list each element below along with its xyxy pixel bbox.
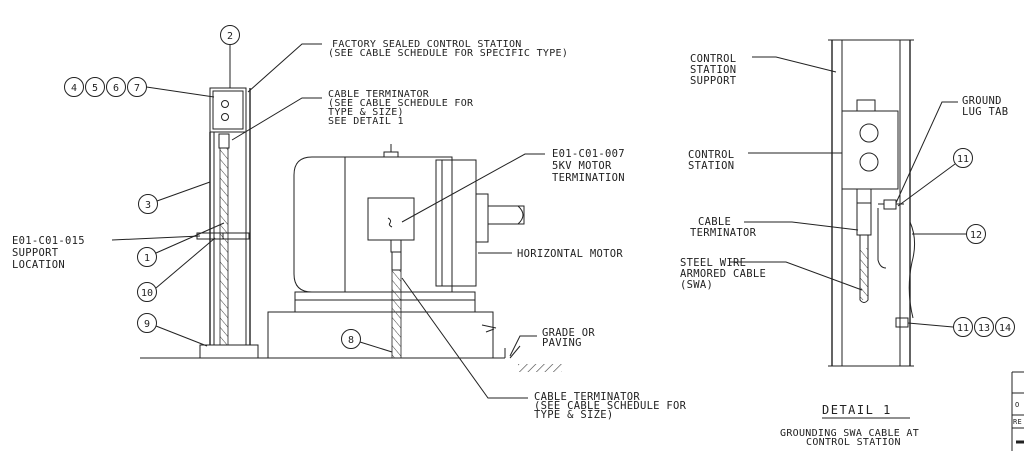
grade-hatch bbox=[509, 345, 562, 372]
balloon-8: 8 bbox=[341, 329, 393, 353]
svg-text:CONTROL: CONTROL bbox=[688, 149, 734, 161]
svg-text:DETAIL 1: DETAIL 1 bbox=[822, 403, 892, 417]
note-detail-lug: GROUND LUG TAB bbox=[895, 95, 1008, 204]
svg-text:SEE DETAIL 1: SEE DETAIL 1 bbox=[328, 116, 404, 127]
balloon-11-13-14: 11 13 14 bbox=[907, 317, 1015, 337]
detail-cable-terminator bbox=[856, 188, 872, 303]
title-block-fragment: O RE bbox=[1011, 371, 1024, 451]
svg-text:STATION: STATION bbox=[690, 64, 736, 76]
svg-text:11: 11 bbox=[957, 154, 969, 165]
balloon-6: 6 bbox=[106, 77, 126, 97]
svg-text:STEEL WIRE: STEEL WIRE bbox=[680, 257, 746, 269]
svg-text:E01-C01-007: E01-C01-007 bbox=[552, 148, 625, 160]
svg-text:ARMORED CABLE: ARMORED CABLE bbox=[680, 268, 766, 280]
svg-text:LOCATION: LOCATION bbox=[12, 259, 65, 271]
balloon-12: 12 bbox=[912, 224, 986, 244]
svg-text:TYPE & SIZE): TYPE & SIZE) bbox=[328, 107, 404, 118]
svg-text:STATION: STATION bbox=[688, 160, 734, 172]
balloon-11-top: 11 bbox=[897, 148, 973, 207]
balloon-5: 5 bbox=[85, 77, 105, 97]
svg-text:CONTROL: CONTROL bbox=[690, 53, 736, 65]
svg-text:(SWA): (SWA) bbox=[680, 279, 713, 291]
svg-text:LUG TAB: LUG TAB bbox=[962, 106, 1008, 118]
svg-text:CABLE: CABLE bbox=[698, 216, 731, 228]
balloon-2: 2 bbox=[220, 25, 240, 88]
detail-support-channel bbox=[828, 39, 914, 367]
svg-text:12: 12 bbox=[970, 230, 982, 241]
balloon-9: 9 bbox=[137, 313, 208, 347]
svg-text:TYPE & SIZE): TYPE & SIZE) bbox=[534, 409, 613, 421]
cable-terminator-post bbox=[218, 133, 230, 346]
svg-text:E01-C01-015: E01-C01-015 bbox=[12, 235, 85, 247]
note-detail-swa: STEEL WIRE ARMORED CABLE (SWA) bbox=[680, 257, 863, 291]
svg-text:(SEE CABLE SCHEDULE FOR: (SEE CABLE SCHEDULE FOR bbox=[534, 400, 687, 412]
svg-text:SUPPORT: SUPPORT bbox=[12, 247, 59, 259]
svg-text:CABLE TERMINATOR: CABLE TERMINATOR bbox=[534, 391, 640, 403]
note-cable-terminator-bottom: CABLE TERMINATOR (SEE CABLE SCHEDULE FOR… bbox=[401, 277, 687, 421]
note-control-station: FACTORY SEALED CONTROL STATION (SEE CABL… bbox=[247, 39, 568, 93]
motor-skid bbox=[267, 291, 497, 359]
note-detail-terminator: CABLE TERMINATOR bbox=[690, 216, 859, 239]
svg-text:(SEE CABLE SCHEDULE FOR SPECIF: (SEE CABLE SCHEDULE FOR SPECIFIC TYPE) bbox=[328, 48, 568, 59]
note-horizontal-motor: HORIZONTAL MOTOR bbox=[478, 248, 623, 260]
svg-text:11: 11 bbox=[957, 323, 969, 334]
leader-4567 bbox=[146, 86, 215, 98]
svg-text:PAVING: PAVING bbox=[542, 337, 582, 349]
svg-text:5: 5 bbox=[92, 83, 98, 94]
svg-text:10: 10 bbox=[141, 288, 153, 299]
ground-line bbox=[140, 348, 506, 359]
svg-text:(SEE CABLE SCHEDULE FOR: (SEE CABLE SCHEDULE FOR bbox=[328, 98, 474, 109]
detail-title: DETAIL 1 GROUNDING SWA CABLE AT CONTROL … bbox=[780, 403, 919, 448]
svg-text:O: O bbox=[1015, 401, 1020, 409]
detail-ground-wire bbox=[877, 208, 916, 328]
svg-text:HORIZONTAL MOTOR: HORIZONTAL MOTOR bbox=[517, 248, 623, 260]
note-support-location: E01-C01-015 SUPPORT LOCATION bbox=[12, 235, 201, 271]
svg-text:GROUND: GROUND bbox=[962, 95, 1002, 107]
svg-text:8: 8 bbox=[348, 335, 354, 346]
svg-text:4: 4 bbox=[71, 83, 77, 94]
detail-control-station bbox=[841, 99, 899, 190]
svg-text:7: 7 bbox=[134, 83, 140, 94]
svg-text:2: 2 bbox=[227, 31, 233, 42]
note-detail-station: CONTROL STATION bbox=[688, 149, 842, 172]
balloon-4: 4 bbox=[64, 77, 84, 97]
note-motor-termination: E01-C01-007 5KV MOTOR TERMINATION bbox=[401, 148, 625, 223]
balloon-10: 10 bbox=[137, 237, 216, 302]
svg-text:13: 13 bbox=[978, 323, 990, 334]
balloon-3: 3 bbox=[138, 181, 211, 214]
svg-text:CONTROL STATION: CONTROL STATION bbox=[806, 437, 901, 448]
cable-terminator-motor bbox=[390, 239, 402, 359]
svg-text:GROUNDING SWA CABLE AT: GROUNDING SWA CABLE AT bbox=[780, 428, 919, 439]
svg-text:FACTORY SEALED CONTROL STATION: FACTORY SEALED CONTROL STATION bbox=[332, 39, 522, 50]
note-grade: GRADE OR PAVING bbox=[509, 327, 595, 357]
svg-text:TERMINATION: TERMINATION bbox=[552, 172, 625, 184]
svg-text:CABLE TERMINATOR: CABLE TERMINATOR bbox=[328, 89, 430, 100]
svg-text:14: 14 bbox=[999, 323, 1011, 334]
svg-text:3: 3 bbox=[145, 200, 151, 211]
svg-text:9: 9 bbox=[144, 319, 150, 330]
svg-text:1: 1 bbox=[144, 253, 150, 264]
svg-text:6: 6 bbox=[113, 83, 119, 94]
svg-text:SUPPORT: SUPPORT bbox=[690, 75, 737, 87]
svg-text:GRADE OR: GRADE OR bbox=[542, 327, 595, 339]
note-cable-terminator-top: CABLE TERMINATOR (SEE CABLE SCHEDULE FOR… bbox=[231, 89, 474, 141]
balloon-1: 1 bbox=[137, 222, 225, 267]
note-detail-support: CONTROL STATION SUPPORT bbox=[690, 53, 837, 87]
svg-text:RE: RE bbox=[1013, 418, 1022, 426]
balloon-7: 7 bbox=[127, 77, 147, 97]
svg-text:5KV MOTOR: 5KV MOTOR bbox=[552, 160, 612, 172]
svg-text:TERMINATOR: TERMINATOR bbox=[690, 227, 757, 239]
